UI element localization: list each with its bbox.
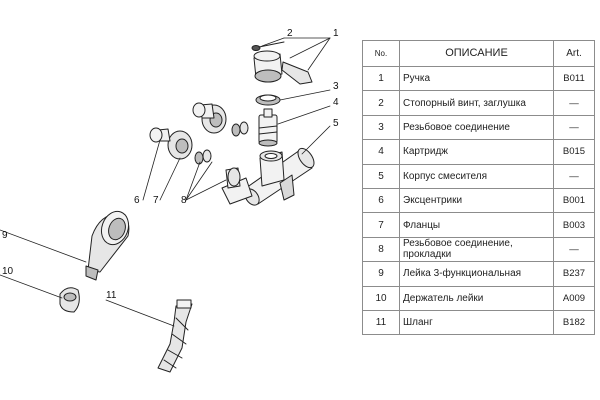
callout-9: 9: [2, 230, 8, 241]
cell-no: 2: [362, 90, 400, 116]
cell-no: 1: [362, 65, 400, 92]
cell-description: Держатель лейки: [399, 285, 554, 311]
callout-5: 5: [333, 118, 339, 129]
cell-no: 5: [362, 163, 400, 189]
header-art: Art.: [553, 40, 595, 67]
shower-head-part: [85, 210, 130, 281]
flange-lower-part: [149, 127, 193, 160]
header-no: No.: [362, 40, 400, 67]
cell-no: 6: [362, 187, 400, 214]
gaskets-part: [194, 121, 249, 189]
cell-description: Корпус смесителя: [399, 163, 554, 189]
set-screw-part: [251, 41, 285, 51]
callout-8: 8: [181, 195, 187, 206]
cell-description: Картридж: [399, 139, 554, 165]
exploded-parts-diagram: 2 1 3 4 5 6 7 8 9 10 11: [0, 28, 339, 373]
threaded-ring-part: [255, 94, 281, 106]
shower-holder-part: [59, 287, 80, 313]
cartridge-part: [258, 108, 278, 147]
cell-description: Резьбовое соединение: [399, 114, 554, 141]
flange-upper-part: [192, 102, 227, 134]
cell-art: —: [553, 90, 595, 116]
cell-no: 9: [362, 261, 400, 287]
cell-no: 3: [362, 114, 400, 141]
header-description: ОПИСАНИЕ: [399, 40, 554, 67]
cell-description: Эксцентрики: [399, 187, 554, 214]
callout-6: 6: [134, 195, 140, 206]
callout-10: 10: [2, 266, 14, 277]
cell-no: 10: [362, 285, 400, 311]
cell-art: B182: [553, 309, 595, 336]
cell-art: —: [553, 236, 595, 263]
mixer-body-part: [221, 147, 315, 206]
cell-art: —: [553, 114, 595, 141]
cell-no: 11: [362, 309, 400, 336]
cell-description: Фланцы: [399, 212, 554, 238]
cell-art: B015: [553, 139, 595, 165]
callout-11: 11: [106, 290, 117, 301]
cell-art: B237: [553, 261, 595, 287]
cell-no: 4: [362, 139, 400, 165]
callout-1: 1: [333, 28, 339, 39]
callout-2: 2: [287, 28, 293, 39]
cell-description: Стопорный винт, заглушка: [399, 90, 554, 116]
cell-description: Резьбовое соединение, прокладки: [399, 236, 554, 263]
cell-art: B003: [553, 212, 595, 238]
callout-7: 7: [153, 195, 159, 206]
callout-3: 3: [333, 81, 339, 92]
leader-lines: [0, 37, 331, 327]
callout-4: 4: [333, 97, 339, 108]
cell-art: B011: [553, 65, 595, 92]
cell-art: —: [553, 163, 595, 189]
handle-part: [253, 50, 313, 85]
cell-description: Ручка: [399, 65, 554, 92]
cell-description: Лейка 3-функциональная: [399, 261, 554, 287]
cell-no: 8: [362, 236, 400, 263]
table-header-row: No. ОПИСАНИЕ Art.: [362, 40, 595, 67]
cell-art: B001: [553, 187, 595, 214]
cell-art: A009: [553, 285, 595, 311]
cell-no: 7: [362, 212, 400, 238]
cell-description: Шланг: [399, 309, 554, 336]
hose-part: [157, 299, 193, 373]
